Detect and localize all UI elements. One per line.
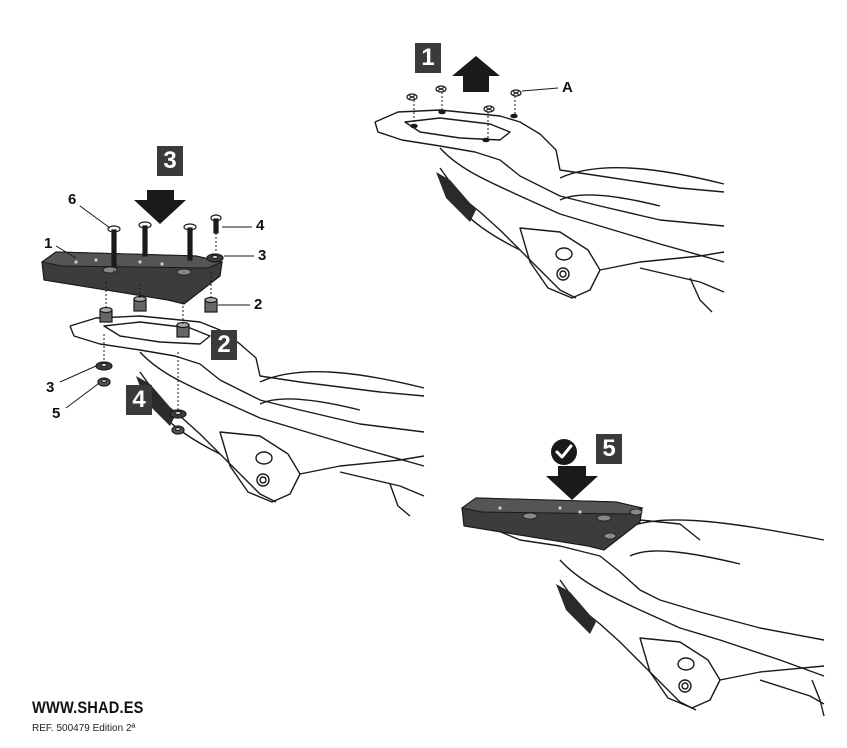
step-badge-4: 4	[126, 385, 152, 415]
step-badge-2: 2	[211, 330, 237, 360]
arrow-down-icon	[546, 466, 598, 500]
reference-edition: REF. 500479 Edition 2ª	[32, 723, 136, 734]
callout-part3-bottom: 3	[46, 379, 55, 396]
callout-part6: 6	[68, 191, 77, 208]
callout-part4: 4	[256, 217, 265, 234]
check-circle-icon	[551, 439, 577, 465]
website-url: WWW.SHAD.ES	[32, 698, 144, 717]
callout-part2: 2	[254, 296, 263, 313]
rack-plate-part1	[40, 251, 224, 305]
step1-screws	[406, 85, 559, 113]
check-mark	[555, 444, 573, 459]
step-badge-1: 1	[415, 43, 441, 73]
screw-a-4	[510, 89, 522, 97]
screw-a-2	[435, 85, 447, 93]
installed-plate	[460, 497, 644, 551]
callout-part5: 5	[52, 405, 61, 422]
callout-leaders	[55, 205, 254, 409]
step1-rack-illustration	[374, 92, 725, 313]
callout-a: A	[562, 79, 573, 96]
screw-a-3	[483, 105, 495, 113]
spacers-part2	[99, 295, 218, 338]
arrow-up-icon	[452, 56, 500, 92]
nuts-part5	[97, 377, 185, 435]
step3-exploded-illustration	[69, 315, 425, 517]
callout-part1: 1	[44, 235, 53, 252]
screw-a-1	[406, 93, 418, 101]
step-badge-5: 5	[596, 434, 622, 464]
step-badge-3: 3	[157, 146, 183, 176]
callout-part3-top: 3	[258, 247, 267, 264]
arrow-down-icon	[134, 190, 186, 224]
step5-installed-illustration	[495, 519, 825, 717]
bolts-part6	[107, 214, 222, 272]
alignment-lines	[103, 272, 212, 410]
